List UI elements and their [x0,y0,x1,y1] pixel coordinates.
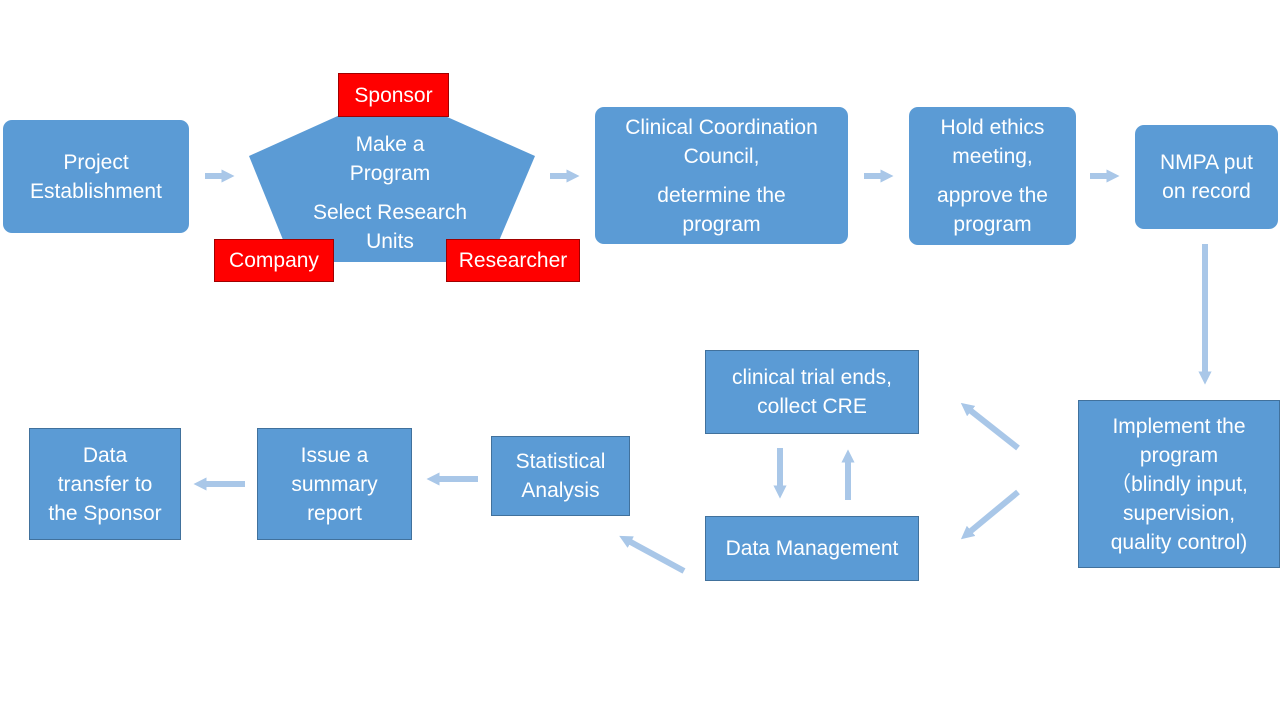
step-text: Select Research [312,201,468,224]
step-text: Program [349,162,431,185]
arrow-implement-to-data-management [960,489,1020,540]
step-text: summary [291,472,378,496]
step-text: transfer to [57,472,153,496]
step-text: Analysis [521,479,600,502]
step-text: supervision, [1122,501,1236,525]
step-text: program [682,212,761,236]
arrow-data-management-to-statistical-analysis [619,535,686,574]
step-text: approve the [937,184,1048,207]
step-text: Hold ethics [940,116,1045,139]
step-implement-program: Implement the program （blindly input, su… [1078,400,1280,568]
tag-company: Company [214,239,334,282]
step-text: program [1139,443,1219,467]
step-text: Implement the [1112,414,1246,438]
step-text: determine the [657,183,786,207]
step-text: Units [366,230,414,253]
step-text: Statistical [515,450,606,473]
step-text: meeting, [952,145,1033,168]
step-project-establishment: Project Establishment [3,120,189,233]
step-text: Clinical Coordination [625,115,818,139]
step-text: Project [63,150,129,174]
make-program-pentagon [249,92,535,262]
step-text: the Sponsor [48,501,162,525]
step-text: Data Management [725,537,899,560]
step-text: quality control) [1110,530,1248,554]
step-text: on record [1162,180,1251,203]
step-summary-report: Issue a summary report [257,428,412,540]
tag-sponsor: Sponsor [338,73,449,117]
step-nmpa-record: NMPA put on record [1135,125,1278,229]
step-statistical-analysis: Statistical Analysis [491,436,630,516]
step-ethics-meeting: Hold ethics meeting, approve the program [909,107,1076,245]
step-text: Issue a [300,443,369,467]
step-text: Council, [683,144,760,168]
step-text: program [953,213,1032,236]
step-data-transfer: Data transfer to the Sponsor [29,428,181,540]
step-text: clinical trial ends, [732,366,892,389]
tag-researcher: Researcher [446,239,580,282]
step-text: NMPA put [1160,151,1253,174]
step-text: Make a [355,133,425,156]
step-text: Data [82,443,128,467]
step-clinical-trial-ends: clinical trial ends, collect CRE [705,350,919,434]
step-text: （blindly input, [1110,472,1248,496]
step-text: collect CRE [757,395,867,418]
step-text: report [307,501,362,525]
arrow-implement-to-trial-ends [960,402,1020,451]
step-data-management: Data Management [705,516,919,581]
step-clinical-coordination-council: Clinical Coordination Council, determine… [595,107,848,244]
step-make-program-text: Make a Program Select Research Units [250,130,530,256]
step-text: Establishment [30,179,162,203]
